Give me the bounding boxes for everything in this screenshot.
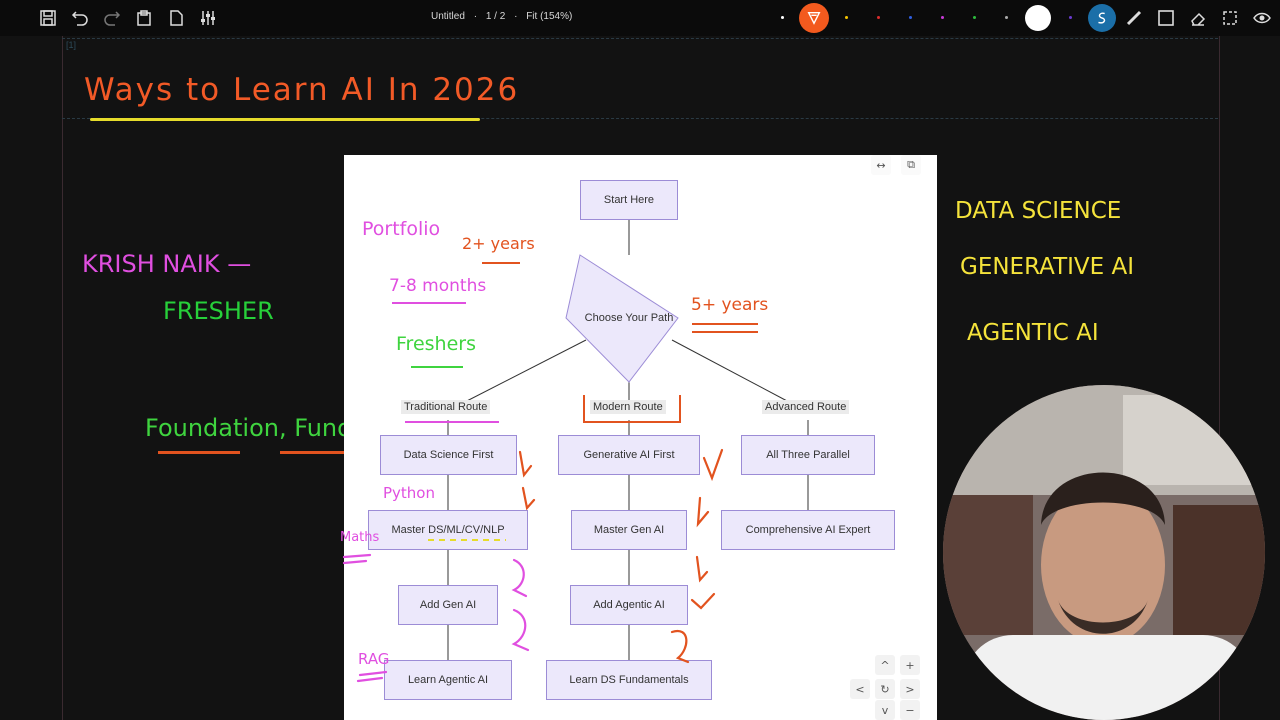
smart-ink-icon[interactable] [1088,4,1116,32]
node-add-gen-ai[interactable]: Add Gen AI [398,585,498,625]
color-purple[interactable] [1069,16,1072,19]
clipboard-icon[interactable] [134,8,154,28]
title-underline [90,118,480,121]
fundamentals-underline [280,451,348,454]
redo-icon[interactable] [102,8,122,28]
node-add-agentic-ai[interactable]: Add Agentic AI [570,585,688,625]
annotation-underline [405,421,499,423]
flowchart-panel: Start Here Choose Your Path Traditional … [344,155,937,720]
rectangle-icon[interactable] [1156,8,1176,28]
annotation-5-years: 5+ years [691,295,769,315]
node-comprehensive-ai-expert[interactable]: Comprehensive AI Expert [721,510,895,550]
annotation-underline [692,331,758,333]
reset-view-icon[interactable]: ↻ [875,679,895,699]
annotation-rag: RAG [358,650,390,668]
note-data-science: DATA SCIENCE [955,198,1122,224]
edge-label-traditional-route: Traditional Route [401,400,491,414]
document-name: Untitled [431,11,465,22]
presenter-webcam [943,385,1265,720]
pan-right-icon[interactable]: > [900,679,920,699]
presenter-video-image [943,385,1265,720]
color-gray[interactable] [1005,16,1008,19]
node-learn-agentic-ai[interactable]: Learn Agentic AI [384,660,512,700]
color-white-large[interactable] [1025,5,1051,31]
page-icon[interactable] [166,8,186,28]
copy-icon[interactable]: ⧉ [901,155,921,175]
separator-dot: · [473,11,478,22]
annotation-months: 7-8 months [389,276,487,296]
annotation-highlight-box [583,395,681,423]
color-yellow[interactable] [845,16,848,19]
expand-icon[interactable]: ↔ [871,155,891,175]
eraser-icon[interactable] [1188,8,1208,28]
page-number-marker: [1] [66,40,77,50]
color-blue[interactable] [909,16,912,19]
zoom-level[interactable]: Fit (154%) [526,11,573,22]
annotation-underline [392,302,466,304]
annotation-python: Python [383,484,435,502]
note-agentic-ai: AGENTIC AI [967,320,1099,346]
node-choose-your-path[interactable]: Choose Your Path [584,312,674,324]
top-toolbar: Untitled · 1 / 2 · Fit (154%) [0,0,1280,36]
annotation-2-years: 2+ years [462,234,535,253]
flowchart-edges [447,220,809,660]
header-divider [62,118,1218,119]
ruler-icon[interactable] [1124,8,1144,28]
edge-label-modern-route: Modern Route [590,400,666,414]
node-master-ds-ml-cv-nlp[interactable]: Master DS/ML/CV/NLP [368,510,528,550]
eye-icon[interactable] [1252,8,1272,28]
node-all-three-parallel[interactable]: All Three Parallel [741,435,875,475]
zoom-out-icon[interactable]: − [900,700,920,720]
save-icon[interactable] [38,8,58,28]
color-white[interactable] [781,16,784,19]
color-magenta[interactable] [941,16,944,19]
annotation-underline [482,262,520,264]
node-learn-ds-fundamentals[interactable]: Learn DS Fundamentals [546,660,712,700]
color-green[interactable] [973,16,976,19]
note-name: KRISH NAIK — [82,250,252,278]
pen-tool-icon[interactable] [799,3,829,33]
annotation-underline [411,366,463,368]
undo-icon[interactable] [70,8,90,28]
page-top-border [62,38,1218,39]
foundation-underline [158,451,240,454]
node-generative-ai-first[interactable]: Generative AI First [558,435,700,475]
color-red[interactable] [877,16,880,19]
page-frame [62,36,1220,720]
select-icon[interactable] [1220,8,1240,28]
annotation-freshers: Freshers [396,333,476,355]
sliders-icon[interactable] [198,8,218,28]
edge-label-advanced-route: Advanced Route [762,400,850,414]
annotation-portfolio: Portfolio [362,218,441,240]
separator-dot: · [514,11,518,22]
page-indicator: 1 / 2 [485,11,506,22]
node-data-science-first[interactable]: Data Science First [380,435,517,475]
pan-up-icon[interactable]: ^ [875,655,895,675]
note-generative-ai: GENERATIVE AI [960,254,1135,280]
page-title: Ways to Learn AI In 2026 [84,72,520,108]
document-title[interactable]: Untitled · 1 / 2 · Fit (154%) [431,11,578,22]
pan-left-icon[interactable]: < [850,679,870,699]
node-start-here[interactable]: Start Here [580,180,678,220]
node-master-gen-ai[interactable]: Master Gen AI [571,510,687,550]
pan-down-icon[interactable]: v [875,700,895,720]
zoom-in-icon[interactable]: + [900,655,920,675]
annotation-underline [692,323,758,325]
note-fresher: FRESHER [163,297,274,325]
annotation-maths: Maths [340,530,380,545]
